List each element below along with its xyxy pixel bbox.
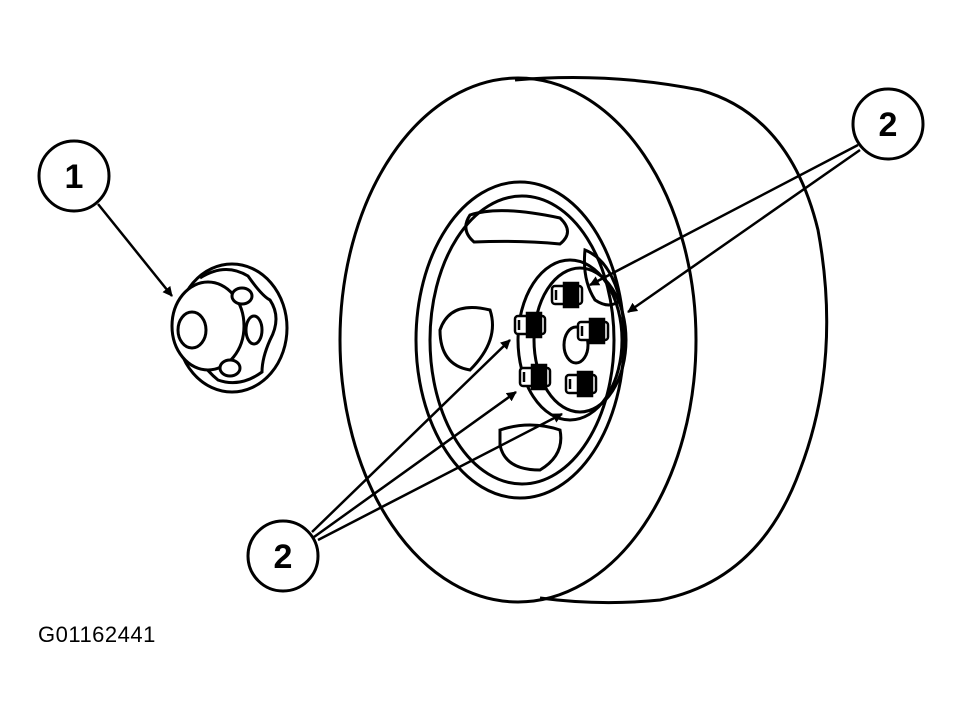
- leader-line-2-lower-b: [313, 390, 517, 539]
- leader-line-2-lower-a: [311, 339, 511, 533]
- hub-cap: [170, 262, 289, 394]
- lug-nut: [513, 311, 547, 339]
- leader-line-2-lower-c: [317, 412, 563, 542]
- tire-sidewall: [338, 76, 698, 604]
- leader-lines: [97, 143, 861, 542]
- lug-nut: [550, 281, 584, 309]
- callout-2-upper: 2: [851, 87, 925, 161]
- callout-1-label: 1: [65, 158, 84, 196]
- leader-line-2-upper-b: [627, 148, 861, 314]
- callout-1: 1: [37, 139, 111, 213]
- callout-2-upper-label: 2: [879, 106, 898, 144]
- callout-2-lower-label: 2: [274, 538, 293, 576]
- lug-nut: [576, 317, 610, 345]
- wheel-rim: [414, 180, 626, 500]
- tire-wheel-assembly: [338, 76, 829, 605]
- lug-nut: [518, 363, 552, 391]
- wheel-hub: [516, 258, 624, 422]
- leader-line-2-upper-a: [589, 143, 859, 287]
- lug-nut: [564, 370, 598, 398]
- leader-line-1: [97, 203, 173, 297]
- lug-nuts: [513, 281, 610, 398]
- callout-2-lower: 2: [246, 519, 320, 593]
- figure-id: G01162441: [38, 622, 156, 647]
